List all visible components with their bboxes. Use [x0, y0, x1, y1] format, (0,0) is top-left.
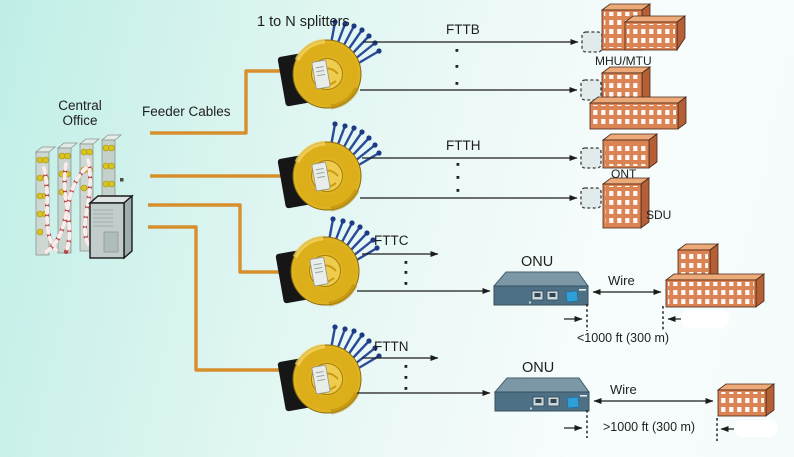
- fttn-label: FTTN: [374, 339, 409, 354]
- mhu-mtu-label: MHU/MTU: [595, 54, 652, 68]
- fiber-spool-icon-ftth: [277, 121, 381, 210]
- feeder-cables-label: Feeder Cables: [142, 104, 231, 119]
- distance-label-fttn: >1000 ft (300 m): [603, 420, 696, 434]
- building-fttn: [716, 383, 776, 417]
- wire-label-fttc: Wire: [608, 273, 635, 288]
- ftth-label: FTTH: [446, 138, 481, 153]
- wire-arrows: [592, 289, 714, 404]
- central-office-label: Central Office: [58, 98, 102, 128]
- onu-label-fttc: ONU: [521, 254, 554, 270]
- onu-label-fttn: ONU: [522, 360, 555, 376]
- fttc-label: FTTC: [374, 233, 409, 248]
- server-rack-icon: [34, 134, 134, 260]
- distance-label-fttc: <1000 ft (300 m): [577, 331, 670, 345]
- distribution-arrows: [357, 39, 579, 396]
- fiber-spool-icon-fttc: [275, 216, 379, 305]
- sdu-label: SDU: [646, 208, 672, 222]
- splitters-title-label: 1 to N splitters: [257, 14, 350, 30]
- network-switch-icon-fttn: [494, 377, 590, 412]
- wire-label-fttn: Wire: [610, 382, 637, 397]
- fttb-label: FTTB: [446, 22, 480, 37]
- building-ont: [601, 133, 659, 169]
- feeder-cable-fttc: [148, 203, 290, 274]
- building-sdu: [601, 177, 651, 229]
- building-fttb-2: [588, 66, 688, 130]
- fiber-spool-icon-fttn: [277, 324, 381, 413]
- fiber-spool-icon-fttb: [277, 19, 381, 108]
- blank-label-boxes: [681, 310, 778, 437]
- feeder-cables-group: [148, 69, 300, 372]
- network-switch-icon-fttc: [493, 271, 589, 306]
- building-fttc: [664, 243, 766, 308]
- building-mhu-mtu: [600, 3, 687, 52]
- feeder-cable-fttb: [150, 69, 292, 135]
- ont-label: ONT: [611, 167, 637, 181]
- ellipsis-dots: [404, 49, 460, 390]
- feeder-cable-fttn: [148, 225, 300, 372]
- dashed-square-icons: [580, 31, 603, 209]
- brick-building-icons: [588, 3, 776, 417]
